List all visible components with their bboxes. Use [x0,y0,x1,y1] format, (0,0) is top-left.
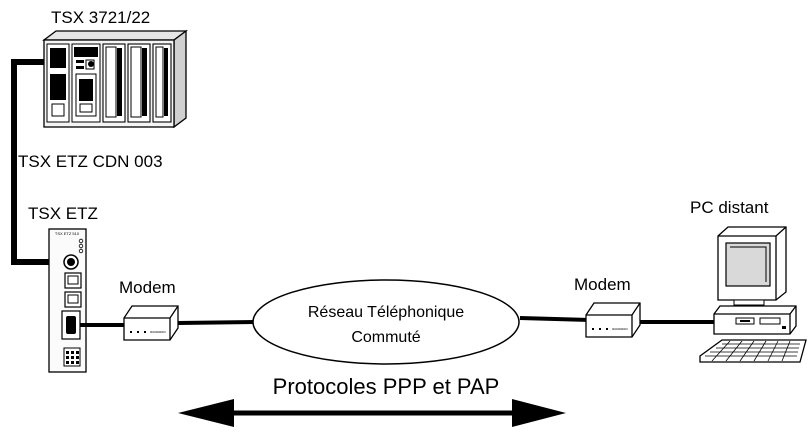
svg-text:ooooooo: ooooooo [150,329,166,334]
pc-label: PC distant [690,198,769,217]
network-to-modem-cable [519,316,591,322]
modem-icon-right: ooooooo [585,302,641,338]
etz-module-text: TSX ETZ 510 [55,231,80,236]
etz-label: TSX ETZ [28,204,98,223]
modem-right-label: Modem [574,275,631,294]
protocols-label: Protocoles PPP et PAP [273,374,500,399]
modem-left-label: Modem [119,278,176,297]
telephone-network-cloud-icon [252,279,520,365]
network-label-line1: Réseau Téléphonique [308,304,464,321]
cable-label: TSX ETZ CDN 003 [18,152,163,171]
desktop-computer-icon [699,226,807,363]
plc-rack-icon [42,29,188,129]
modem-to-network-cable [177,320,256,325]
plc-label: TSX 3721/22 [51,8,150,27]
svg-text:ooooooo: ooooooo [612,326,628,331]
double-headed-arrow-icon [178,399,566,427]
modem-icon-left: ooooooo [123,305,179,341]
ethernet-module-icon: TSX ETZ 510 [48,228,87,373]
network-label-line2: Commuté [351,329,420,346]
